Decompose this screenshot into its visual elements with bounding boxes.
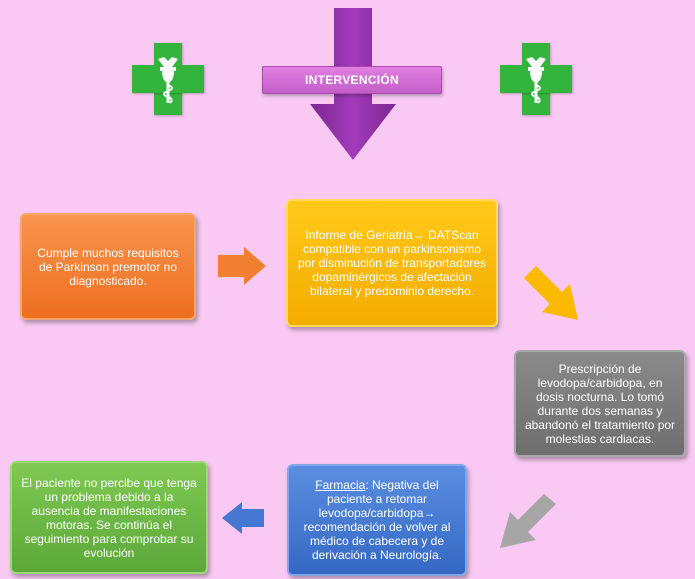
pharmacy-cross-icon [132, 43, 204, 115]
diagonal-arrow-down-left-icon [500, 494, 556, 548]
box-prescription-text: Prescripción de levodopa/carbidopa, en d… [524, 361, 676, 446]
box-geriatrics-report: Informe de Geriatría→ DATScan compatible… [286, 199, 498, 327]
box-pharmacy-content: Farmacia: Negativa del paciente a retoma… [297, 478, 457, 562]
intervention-banner: INTERVENCIÓN [262, 66, 442, 94]
pharmacy-label: Farmacia [315, 478, 366, 492]
left-arrow-icon [222, 502, 264, 534]
right-arrow-icon [218, 247, 266, 285]
box-geriatrics-text: Informe de Geriatría→ DATScan compatible… [297, 228, 487, 298]
box-prescription: Prescripción de levodopa/carbidopa, en d… [514, 350, 686, 457]
box-pharmacy-text: : Negativa del paciente a retomar levodo… [303, 478, 451, 562]
diagonal-arrow-down-right-icon [524, 266, 578, 320]
pharmacy-cross-icon [500, 43, 572, 115]
box-premotor-parkinson: Cumple muchos requisitos de Parkinson pr… [20, 213, 196, 320]
box-patient-followup: El paciente no percibe que tenga un prob… [10, 461, 208, 574]
box-pharmacy: Farmacia: Negativa del paciente a retoma… [287, 464, 467, 576]
box-followup-text: El paciente no percibe que tenga un prob… [21, 475, 197, 560]
box-premotor-text: Cumple muchos requisitos de Parkinson pr… [37, 245, 179, 288]
